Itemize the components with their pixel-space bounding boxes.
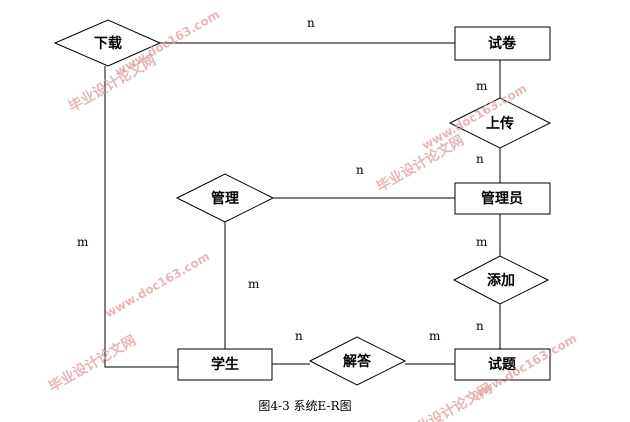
- connection-lines: [104, 42, 501, 368]
- relationship-manage: 管理: [175, 173, 275, 223]
- cardinality-exam-paper-upload: m: [476, 79, 488, 93]
- cardinality-add-question: n: [476, 319, 484, 333]
- cardinality-labels: n m m n n m m n n m: [77, 16, 488, 343]
- entity-student-label: 学生: [211, 356, 239, 373]
- watermark-text: www.doc163.com: [103, 249, 213, 320]
- entity-administrator: 管理员: [454, 182, 551, 215]
- edge-download-student: [104, 66, 178, 368]
- watermark-text: 毕业设计论文网: [46, 332, 139, 396]
- entity-question-label: 试题: [488, 356, 517, 373]
- relationship-manage-label: 管理: [211, 190, 239, 207]
- entity-student: 学生: [177, 348, 273, 381]
- cardinality-manage-administrator: n: [356, 163, 364, 177]
- relationship-add-label: 添加: [487, 272, 515, 289]
- entity-administrator-label: 管理员: [481, 190, 523, 207]
- figure-caption: 图4-3 系统E-R图: [258, 399, 351, 413]
- entity-exam-paper: 试卷: [454, 26, 551, 61]
- entity-exam-paper-label: 试卷: [488, 35, 517, 52]
- cardinality-administrator-add: m: [476, 235, 488, 249]
- cardinality-download-student: m: [77, 235, 89, 249]
- relationship-download-label: 下载: [94, 35, 122, 52]
- cardinality-manage-student: m: [248, 277, 260, 291]
- relationship-answer-label: 解答: [343, 353, 372, 370]
- relationship-answer: 解答: [308, 336, 407, 386]
- cardinality-upload-administrator: n: [476, 152, 484, 166]
- cardinality-answer-question: m: [429, 329, 441, 343]
- relationship-add: 添加: [452, 255, 550, 305]
- entity-question: 试题: [454, 348, 551, 381]
- cardinality-student-answer: n: [295, 329, 303, 343]
- relationship-upload: 上传: [448, 97, 552, 149]
- cardinality-download-exam-paper: n: [307, 16, 315, 30]
- watermark-text: 毕业设计论文网: [402, 380, 495, 422]
- relationship-upload-label: 上传: [486, 115, 514, 132]
- relationship-download: 下载: [53, 19, 162, 67]
